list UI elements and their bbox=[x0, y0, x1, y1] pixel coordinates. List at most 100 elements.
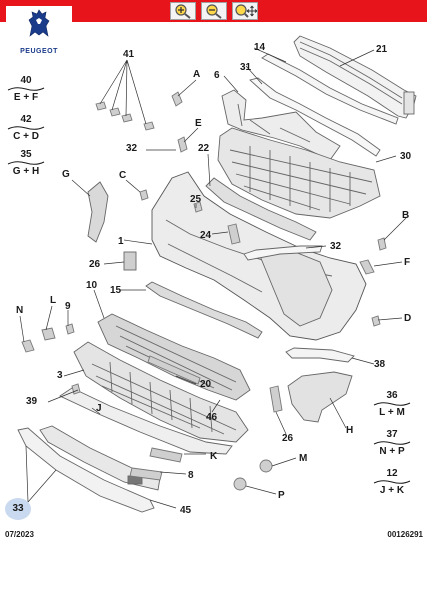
part-trim-k[interactable] bbox=[149, 447, 183, 463]
callout-21[interactable]: 21 bbox=[376, 44, 388, 55]
zoom-in-button[interactable] bbox=[170, 2, 196, 20]
callout-25[interactable]: 25 bbox=[190, 194, 202, 205]
part-bracket-g[interactable] bbox=[87, 181, 109, 243]
callout-22[interactable]: 22 bbox=[198, 143, 210, 154]
part-chrome-strip[interactable] bbox=[243, 245, 323, 261]
callout-c[interactable]: C bbox=[119, 170, 127, 181]
diagram-reference: 00126291 bbox=[387, 530, 423, 539]
variant-group-40[interactable]: 40 E + F bbox=[6, 75, 46, 103]
part-bracket-26[interactable] bbox=[123, 251, 137, 271]
part-lower-skid[interactable] bbox=[39, 425, 161, 491]
callout-a[interactable]: A bbox=[193, 69, 201, 80]
part-clip-c[interactable] bbox=[139, 189, 149, 201]
part-front-skid[interactable] bbox=[17, 427, 155, 513]
variant-group-37[interactable]: 37 N + P bbox=[372, 429, 412, 457]
part-grille-frame[interactable] bbox=[205, 177, 317, 241]
part-grille[interactable] bbox=[217, 127, 381, 219]
part-clip-41b[interactable] bbox=[109, 107, 121, 117]
callout-d[interactable]: D bbox=[404, 313, 412, 324]
part-clip-41c[interactable] bbox=[121, 113, 133, 123]
part-bracket-26b[interactable] bbox=[269, 385, 283, 413]
callout-l[interactable]: L bbox=[50, 295, 57, 306]
group-parts: E + F bbox=[13, 92, 39, 103]
callout-38[interactable]: 38 bbox=[374, 359, 386, 370]
callout-p[interactable]: P bbox=[278, 490, 285, 501]
zoom-out-icon bbox=[206, 4, 222, 19]
group-parts: L + M bbox=[379, 407, 405, 418]
variant-group-35[interactable]: 35 G + H bbox=[6, 149, 46, 177]
part-lower-panel[interactable] bbox=[73, 341, 249, 443]
callout-26[interactable]: 26 bbox=[89, 259, 101, 270]
tilde-icon bbox=[373, 480, 411, 484]
group-number: 37 bbox=[386, 429, 398, 440]
callout-k[interactable]: K bbox=[210, 451, 218, 462]
part-clip-f[interactable] bbox=[359, 259, 375, 275]
callout-41[interactable]: 41 bbox=[123, 49, 135, 60]
part-bracket-h[interactable] bbox=[287, 371, 353, 423]
brand-name: PEUGEOT bbox=[20, 48, 58, 55]
tilde-icon bbox=[373, 441, 411, 445]
callout-39[interactable]: 39 bbox=[26, 396, 38, 407]
part-upper-strip[interactable] bbox=[261, 53, 399, 125]
callout-9[interactable]: 9 bbox=[65, 301, 71, 312]
part-clip-d[interactable] bbox=[371, 315, 381, 327]
part-sensor-n[interactable] bbox=[21, 339, 35, 353]
part-sensor-l[interactable] bbox=[41, 327, 56, 341]
part-clip-9[interactable] bbox=[65, 323, 75, 335]
callout-h[interactable]: H bbox=[346, 425, 354, 436]
zoom-out-button[interactable] bbox=[201, 2, 227, 20]
callout-j[interactable]: J bbox=[96, 403, 102, 414]
callout-32[interactable]: 32 bbox=[126, 143, 138, 154]
part-camera-m[interactable] bbox=[259, 459, 273, 473]
part-side-strip[interactable] bbox=[285, 347, 355, 363]
part-clip-e[interactable] bbox=[177, 136, 188, 153]
callout-30[interactable]: 30 bbox=[400, 151, 412, 162]
callout-20[interactable]: 20 bbox=[200, 379, 212, 390]
variant-group-12[interactable]: 12 J + K bbox=[372, 468, 412, 496]
tilde-icon bbox=[373, 402, 411, 406]
callout-24[interactable]: 24 bbox=[200, 230, 212, 241]
part-upper-grille[interactable] bbox=[221, 89, 341, 161]
part-grille-trim[interactable] bbox=[249, 77, 381, 157]
callout-45[interactable]: 45 bbox=[180, 505, 192, 516]
callout-8[interactable]: 8 bbox=[188, 470, 194, 481]
part-clip-39[interactable] bbox=[71, 383, 81, 395]
callout-26-lower[interactable]: 26 bbox=[282, 433, 294, 444]
callout-n[interactable]: N bbox=[16, 305, 24, 316]
callout-e[interactable]: E bbox=[195, 118, 202, 129]
part-bracket-24[interactable] bbox=[227, 223, 241, 245]
part-strip-20[interactable] bbox=[147, 355, 201, 385]
group-parts: N + P bbox=[379, 446, 405, 457]
variant-group-42[interactable]: 42 C + D bbox=[6, 114, 46, 142]
part-lower-lip[interactable] bbox=[59, 387, 233, 455]
part-clip-b[interactable] bbox=[377, 237, 387, 251]
highlighted-callout-33[interactable]: 33 bbox=[5, 498, 31, 520]
callout-g[interactable]: G bbox=[62, 169, 70, 180]
zoom-pan-button[interactable] bbox=[232, 2, 258, 20]
tilde-icon bbox=[7, 126, 45, 130]
part-clip-41d[interactable] bbox=[143, 121, 155, 131]
callout-f[interactable]: F bbox=[404, 257, 411, 268]
tilde-icon bbox=[7, 87, 45, 91]
callout-14[interactable]: 14 bbox=[254, 42, 266, 53]
callout-6[interactable]: 6 bbox=[214, 70, 220, 81]
callout-b[interactable]: B bbox=[402, 210, 410, 221]
part-trim-8[interactable] bbox=[129, 467, 163, 481]
callout-46[interactable]: 46 bbox=[206, 412, 218, 423]
callout-15[interactable]: 15 bbox=[110, 285, 122, 296]
part-lower-strip[interactable] bbox=[145, 281, 263, 339]
callout-10[interactable]: 10 bbox=[86, 280, 98, 291]
callout-m[interactable]: M bbox=[299, 453, 308, 464]
callout-1[interactable]: 1 bbox=[118, 236, 124, 247]
part-camera-p[interactable] bbox=[233, 477, 247, 491]
callout-3[interactable]: 3 bbox=[57, 370, 63, 381]
callout-31[interactable]: 31 bbox=[240, 62, 252, 73]
group-parts: G + H bbox=[12, 166, 40, 177]
toolbar bbox=[0, 0, 427, 22]
variant-group-36[interactable]: 36 L + M bbox=[372, 390, 412, 418]
part-impact-beam[interactable] bbox=[293, 35, 417, 119]
callout-32-right[interactable]: 32 bbox=[330, 241, 342, 252]
part-clip-41a[interactable] bbox=[95, 101, 107, 111]
part-clip-a[interactable] bbox=[171, 91, 183, 107]
